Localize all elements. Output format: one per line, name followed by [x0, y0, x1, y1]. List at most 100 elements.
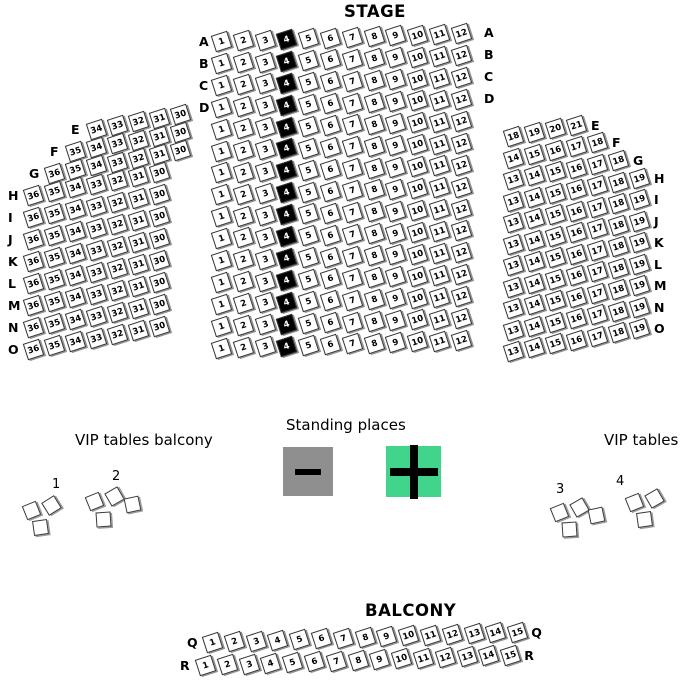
seat[interactable]: 13 — [456, 645, 478, 668]
seat[interactable]: 15 — [544, 247, 567, 269]
seat[interactable]: 12 — [450, 285, 473, 308]
seat[interactable]: 5 — [297, 27, 320, 50]
seat[interactable]: 10 — [406, 46, 429, 68]
seat[interactable]: 3 — [254, 314, 276, 336]
seat[interactable]: 6 — [319, 27, 342, 49]
seat[interactable]: 1 — [210, 52, 233, 75]
seat[interactable]: 2 — [232, 139, 255, 162]
seat[interactable]: 13 — [502, 254, 525, 277]
seat[interactable]: 36 — [43, 162, 66, 185]
seat[interactable]: 9 — [385, 309, 407, 332]
seat[interactable]: 8 — [363, 47, 385, 70]
seat[interactable]: 10 — [406, 112, 429, 134]
seat[interactable]: 2 — [232, 249, 255, 271]
seat[interactable]: 2 — [232, 205, 255, 227]
vip-table-seat[interactable] — [123, 495, 142, 514]
seat[interactable]: 13 — [502, 276, 525, 298]
seat[interactable]: 19 — [628, 167, 651, 189]
seat[interactable]: 2 — [232, 227, 255, 249]
seat[interactable]: 30 — [148, 183, 171, 206]
seat[interactable]: 1 — [210, 271, 233, 294]
vip-table-seat[interactable] — [587, 506, 606, 525]
seat[interactable]: 9 — [385, 287, 407, 310]
seat[interactable]: 34 — [64, 265, 87, 287]
seat[interactable]: 7 — [341, 114, 364, 136]
seat[interactable]: 7 — [341, 70, 364, 92]
seat[interactable]: 12 — [450, 176, 473, 198]
seat[interactable]: 2 — [216, 654, 239, 676]
seat[interactable]: 14 — [502, 147, 525, 169]
seat[interactable]: 14 — [523, 186, 546, 208]
seat[interactable]: 16 — [565, 200, 588, 222]
seat[interactable]: 11 — [428, 45, 451, 68]
seat[interactable]: 5 — [297, 159, 320, 181]
seat[interactable]: 19 — [628, 188, 651, 211]
seat[interactable]: 34 — [64, 221, 87, 243]
seat[interactable]: 12 — [450, 263, 473, 286]
seat[interactable]: 34 — [85, 155, 108, 177]
seat[interactable]: 30 — [148, 205, 171, 228]
seat[interactable]: 31 — [127, 187, 150, 210]
seat[interactable]: 31 — [127, 297, 150, 320]
seat[interactable]: 5 — [297, 181, 320, 203]
vip-table-seat[interactable] — [84, 491, 105, 512]
seat[interactable]: 11 — [428, 89, 451, 111]
seat[interactable]: 9 — [376, 625, 398, 648]
vip-table-seat[interactable] — [549, 502, 570, 523]
seat[interactable]: 6 — [303, 651, 326, 673]
seat[interactable]: 33 — [85, 195, 108, 217]
seat[interactable]: 33 — [85, 327, 108, 349]
seat[interactable]: 8 — [363, 135, 385, 157]
seat[interactable]: 10 — [406, 133, 429, 156]
seat[interactable]: 13 — [502, 340, 525, 363]
vip-table-seat[interactable] — [95, 511, 112, 528]
seat[interactable]: 3 — [254, 29, 276, 51]
seat[interactable]: 1 — [210, 96, 233, 118]
seat[interactable]: 34 — [64, 309, 87, 331]
seat[interactable]: 19 — [628, 253, 651, 275]
seat[interactable]: 8 — [363, 332, 385, 354]
seat[interactable]: 6 — [319, 224, 342, 246]
seat[interactable]: 13 — [502, 297, 525, 320]
seat[interactable]: 11 — [428, 286, 451, 309]
seat[interactable]: 30 — [148, 249, 171, 272]
seat[interactable]: 10 — [406, 309, 429, 331]
seat[interactable]: 17 — [586, 304, 609, 326]
seat[interactable]: 12 — [450, 242, 473, 264]
seat[interactable]: 8 — [363, 91, 385, 114]
vip-table-seat[interactable] — [624, 492, 645, 513]
seat[interactable]: 3 — [254, 292, 276, 314]
seat[interactable]: 32 — [106, 257, 129, 280]
seat[interactable]: 7 — [341, 136, 364, 158]
seat[interactable]: 5 — [297, 268, 320, 291]
seat[interactable]: 3 — [254, 160, 276, 183]
seat[interactable]: 12 — [450, 110, 473, 133]
seat[interactable]: 11 — [428, 155, 451, 177]
seat[interactable]: 18 — [607, 257, 630, 279]
seat[interactable]: 12 — [450, 154, 473, 176]
seat[interactable]: 9 — [385, 112, 407, 135]
seat[interactable]: 11 — [419, 624, 442, 646]
seat[interactable]: 18 — [607, 235, 630, 258]
seat[interactable]: 7 — [341, 311, 364, 333]
seat[interactable]: 1 — [210, 227, 233, 250]
seat[interactable]: 5 — [297, 49, 320, 72]
seat[interactable]: 16 — [565, 307, 588, 330]
seat[interactable]: 3 — [254, 95, 276, 117]
seat[interactable]: 12 — [450, 307, 473, 330]
seat[interactable]: 5 — [297, 115, 320, 138]
seat[interactable]: 18 — [607, 149, 630, 172]
seat[interactable]: 6 — [319, 49, 342, 71]
seat[interactable]: 7 — [325, 650, 348, 672]
seat[interactable]: 7 — [341, 267, 364, 289]
seat[interactable]: 9 — [385, 68, 407, 91]
seat[interactable]: 13 — [502, 233, 525, 255]
seat[interactable]: 10 — [406, 155, 429, 178]
seat[interactable]: 17 — [586, 239, 609, 262]
vip-table-seat[interactable] — [32, 519, 49, 536]
seat[interactable]: 15 — [544, 161, 567, 183]
seat[interactable]: 6 — [319, 311, 342, 334]
seat[interactable]: 36 — [22, 338, 45, 361]
seat[interactable]: 1 — [210, 184, 233, 206]
seat[interactable]: 31 — [148, 125, 171, 148]
